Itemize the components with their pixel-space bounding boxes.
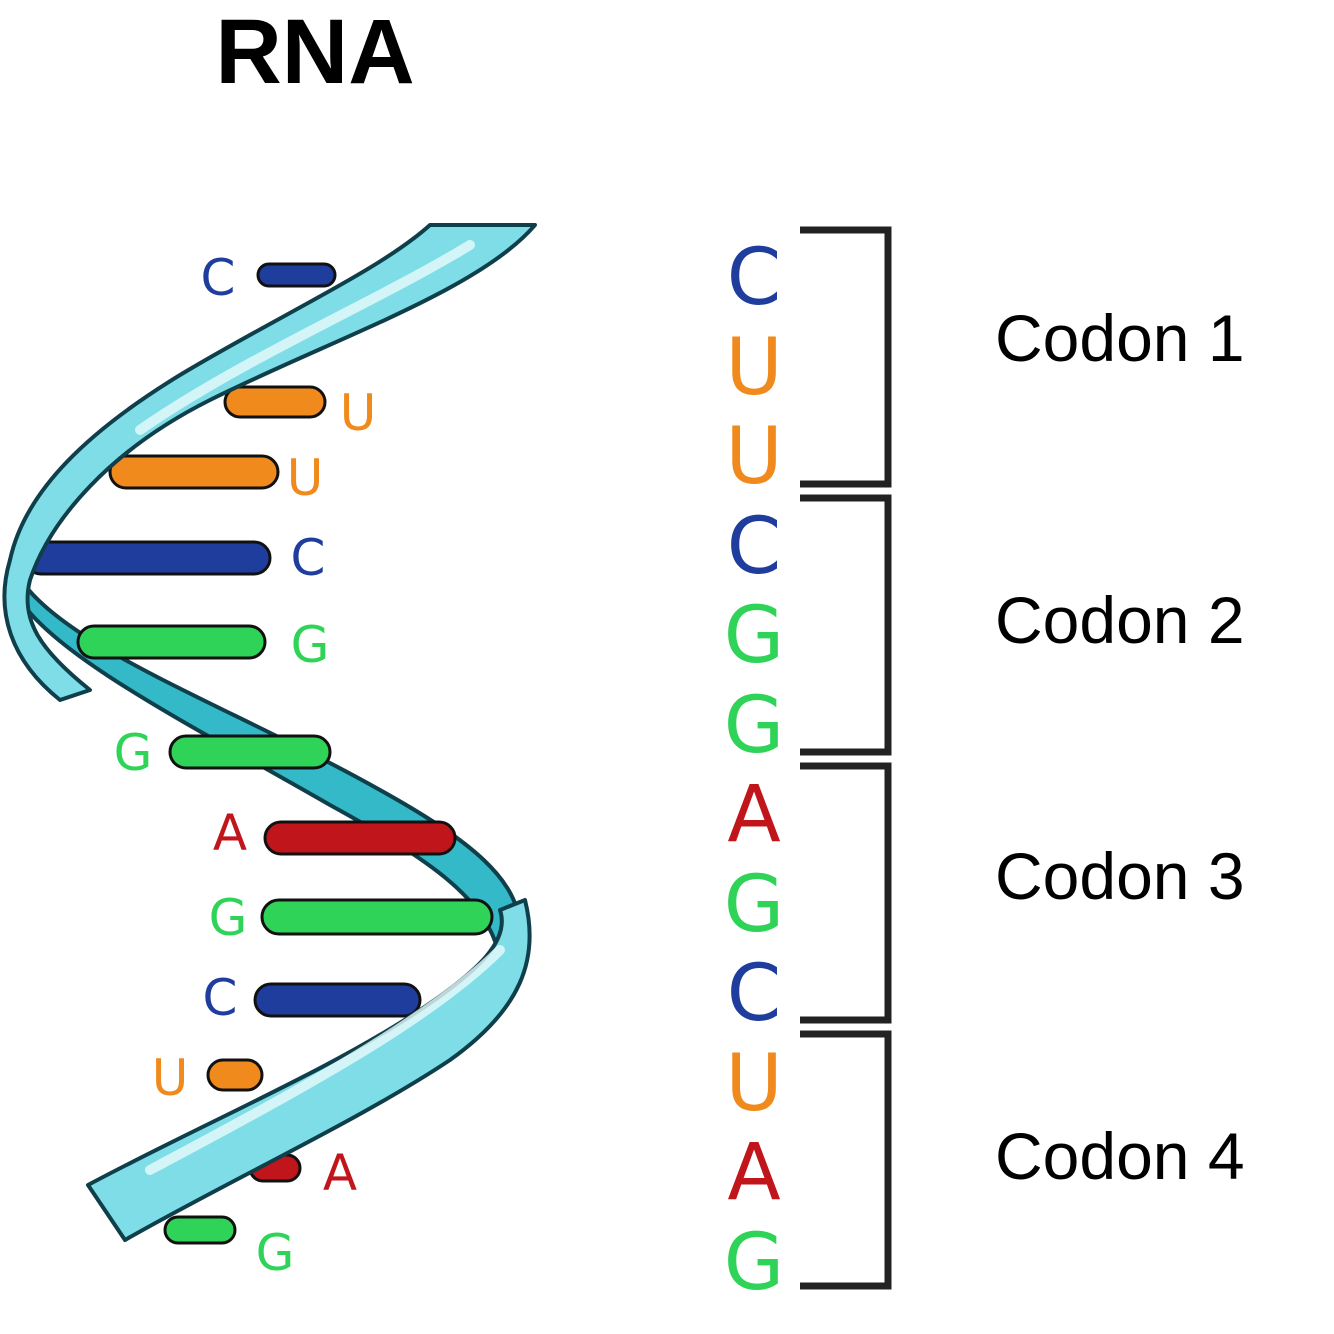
codon-label: Codon 3 <box>995 839 1245 913</box>
helix-base-bar <box>223 385 327 419</box>
sequence-base: G <box>723 591 785 681</box>
helix-base-bar <box>76 624 267 660</box>
helix-base-bar <box>163 1215 237 1245</box>
helix-base-label: C <box>203 969 238 1027</box>
helix-front-ribbon <box>2 223 537 1242</box>
codon-bracket <box>800 1030 892 1290</box>
helix-base-bar <box>263 820 457 856</box>
helix-base-bar <box>108 454 280 490</box>
sequence-base: C <box>726 233 782 323</box>
helix-base-label: A <box>213 804 247 862</box>
helix-base-label: U <box>152 1049 189 1107</box>
helix-base-label: U <box>287 449 324 507</box>
helix-base-bar <box>253 982 422 1018</box>
ribbon-front-upper <box>2 223 537 702</box>
helix-base-bar <box>260 898 494 936</box>
helix-base-label: C <box>201 249 236 307</box>
helix-base-bar <box>23 540 272 576</box>
helix-base-label: U <box>340 384 377 442</box>
helix-base-bar <box>256 262 337 288</box>
sequence-base: U <box>725 1038 783 1129</box>
codon-label: Codon 4 <box>995 1119 1245 1193</box>
codon-brackets <box>800 226 892 1290</box>
ribbon-highlight <box>145 945 505 1175</box>
helix-base-label: A <box>323 1144 357 1202</box>
sequence-base: U <box>725 412 783 502</box>
helix-base-label: C <box>291 529 326 587</box>
sequence-base: U <box>725 322 783 413</box>
codon-bracket <box>800 226 892 488</box>
helix-base-label: G <box>256 1224 295 1282</box>
sequence-base: A <box>727 770 781 860</box>
codon-label: Codon 2 <box>995 583 1245 657</box>
sequence-base: A <box>727 1128 781 1218</box>
sequence-base: C <box>726 949 782 1039</box>
codon-label: Codon 1 <box>995 301 1245 375</box>
helix-base-label: G <box>291 616 330 674</box>
sequence-base: G <box>723 680 785 771</box>
helix-base-bar <box>206 1058 264 1092</box>
codon-bracket <box>800 762 892 1024</box>
ribbon-highlight <box>135 240 475 435</box>
sequence-base: C <box>726 501 782 592</box>
helix-base-label: G <box>114 724 153 782</box>
helix-base-bar <box>168 734 332 770</box>
codon-bracket <box>800 494 892 756</box>
sequence-base: G <box>723 1217 785 1308</box>
diagram-title: RNA <box>215 1 415 103</box>
helix-base-label: G <box>209 889 248 947</box>
sequence-base: G <box>723 859 785 950</box>
